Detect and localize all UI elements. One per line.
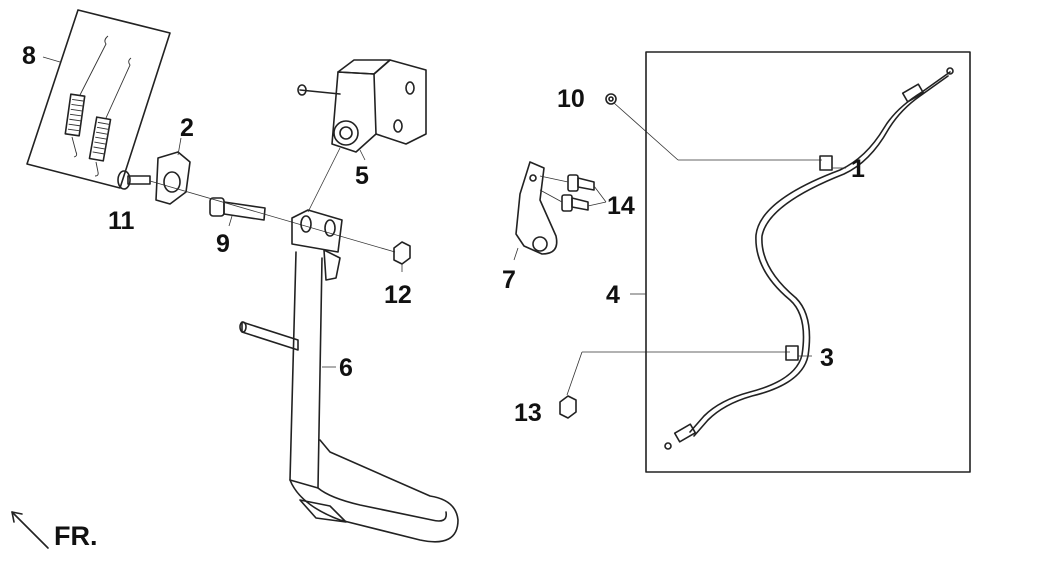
callout-12: 12 (384, 281, 412, 309)
bolts-part-14 (539, 174, 607, 212)
pivot-bolt-part-9 (209, 197, 266, 227)
callout-14: 14 (607, 192, 635, 220)
front-direction-label: FR. (54, 521, 98, 551)
side-stand-part-6 (239, 209, 459, 543)
callout-8: 8 (22, 42, 36, 70)
clip-part-10 (605, 93, 617, 105)
spring-set-box (26, 9, 171, 189)
callout-1: 1 (851, 155, 865, 183)
callout-13: 13 (514, 399, 542, 427)
plate-part-7 (513, 161, 558, 261)
bracket-part-5 (297, 59, 427, 161)
callout-11: 11 (108, 207, 135, 235)
front-direction-arrow (11, 511, 49, 549)
cable-box-part-4 (630, 51, 971, 473)
callout-4: 4 (606, 281, 620, 309)
callout-7: 7 (502, 266, 516, 294)
callout-5: 5 (355, 162, 369, 190)
nut-part-12 (393, 241, 411, 272)
bolt-part-11 (117, 170, 151, 190)
switch-part-2 (155, 137, 191, 205)
callout-10: 10 (557, 85, 585, 113)
callout-3: 3 (820, 344, 834, 372)
callout-9: 9 (216, 230, 230, 258)
callout-6: 6 (339, 354, 353, 382)
nut-part-13 (559, 395, 577, 419)
callout-2: 2 (180, 114, 194, 142)
